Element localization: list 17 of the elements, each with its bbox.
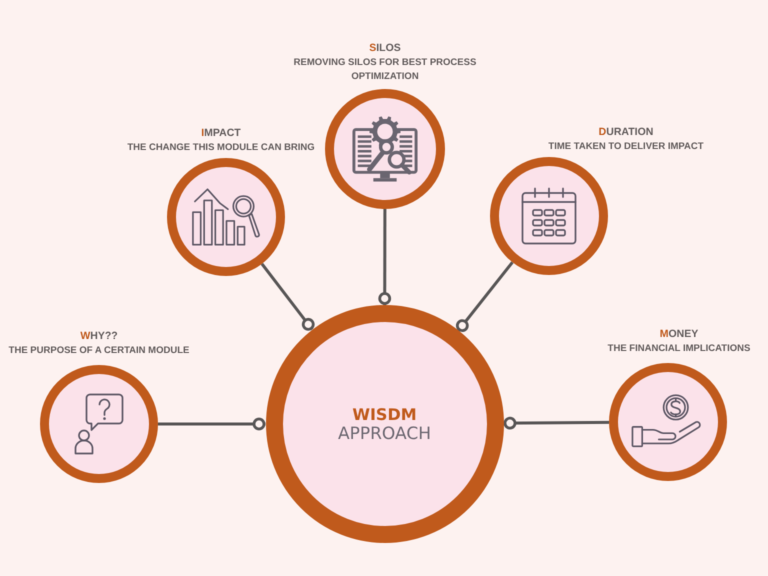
module-title: MONEY [660, 327, 698, 342]
module-description: THE PURPOSE OF A CERTAIN MODULE [8, 344, 190, 358]
connector-line [378, 209, 392, 305]
module-title: DURATION [598, 125, 654, 140]
hub-subtitle: APPROACH [338, 424, 431, 444]
module-title: WHY?? [80, 329, 118, 344]
module-title: SILOS [369, 41, 401, 56]
module-description: THE CHANGE THIS MODULE CAN BRING [127, 141, 315, 155]
module-description: REMOVING SILOS FOR BEST PROCESS OPTIMIZATION [292, 56, 478, 84]
module-title: IMPACT [201, 126, 241, 141]
connector-line [158, 418, 266, 430]
module-description: THE FINANCIAL IMPLICATIONS [608, 342, 750, 356]
hub-title: WISDM [352, 404, 417, 424]
connector-line [456, 261, 514, 332]
connector-line [260, 262, 315, 331]
connector-line [503, 416, 610, 430]
module-description: TIME TAKEN TO DELIVER IMPACT [548, 140, 704, 154]
